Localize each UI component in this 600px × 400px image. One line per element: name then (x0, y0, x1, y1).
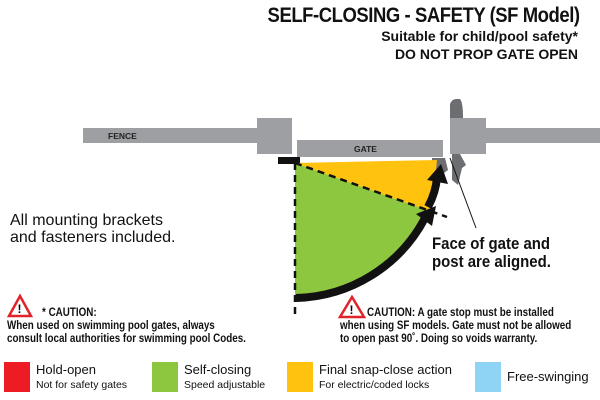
subtitle: Suitable for child/pool safety* (381, 28, 578, 44)
gate-label: GATE (354, 144, 377, 154)
caution-right-icon: ! (337, 294, 367, 319)
svg-text:!: ! (350, 303, 354, 317)
legend-swatch-orange (287, 362, 313, 392)
caution-left-heading: * CAUTION: (42, 305, 97, 319)
caution-right-text: CAUTION: A gate stop must be installed w… (340, 306, 571, 345)
page-title: SELF-CLOSING - SAFETY (SF Model) (267, 4, 580, 27)
self-closing-zone (295, 163, 432, 298)
arrowhead-icon (416, 206, 436, 226)
legend-label: Final snap-close action (319, 362, 452, 377)
gate-bar (297, 140, 443, 157)
right-fence-bar (485, 128, 600, 143)
legend-free-swinging: Free-swinging (475, 362, 589, 392)
snap-close-zone (295, 160, 437, 212)
hinge-post (257, 118, 292, 154)
latch-post (450, 118, 486, 154)
latch-body-icon (452, 154, 466, 185)
svg-text:!: ! (18, 302, 22, 316)
fence-bar (83, 128, 258, 143)
warning-text: DO NOT PROP GATE OPEN (394, 46, 578, 62)
legend-swatch-red (4, 362, 30, 392)
alignment-note-line: post are aligned. (432, 252, 551, 271)
caution-line: consult local authorities for swimming p… (7, 331, 246, 345)
caution-line: to open past 90˚. Doing so voids warrant… (340, 331, 538, 345)
dashed-angle-line (294, 161, 448, 219)
alignment-note-line: Face of gate and (432, 234, 551, 253)
legend-swatch-green (152, 362, 178, 392)
legend-swatch-blue (475, 362, 501, 392)
legend-sublabel: For electric/coded locks (319, 379, 430, 391)
hinge-bracket-icon (278, 157, 300, 164)
caution-line: CAUTION: A gate stop must be installed (367, 305, 554, 319)
latch-top-icon (450, 99, 463, 118)
alignment-note: Face of gate and post are aligned. (432, 235, 551, 271)
legend-sublabel: Speed adjustable (184, 379, 266, 391)
caution-line: When used on swimming pool gates, always (7, 318, 215, 332)
legend-label: Self-closing (184, 362, 252, 377)
pointer-line (449, 157, 477, 229)
arrowhead-icon (427, 164, 448, 184)
mounting-note: All mounting brackets and fasteners incl… (10, 212, 176, 246)
legend-label: Free-swinging (507, 369, 589, 384)
caution-left-icon: ! (6, 293, 34, 318)
legend-label: Hold-open (36, 362, 96, 377)
legend-sublabel: Not for safety gates (36, 379, 128, 391)
fence-label: FENCE (108, 131, 137, 141)
caution-left-text: When used on swimming pool gates, always… (7, 319, 246, 345)
caution-line: when using SF models. Gate must not be a… (340, 318, 572, 332)
swing-arrow (295, 216, 429, 302)
